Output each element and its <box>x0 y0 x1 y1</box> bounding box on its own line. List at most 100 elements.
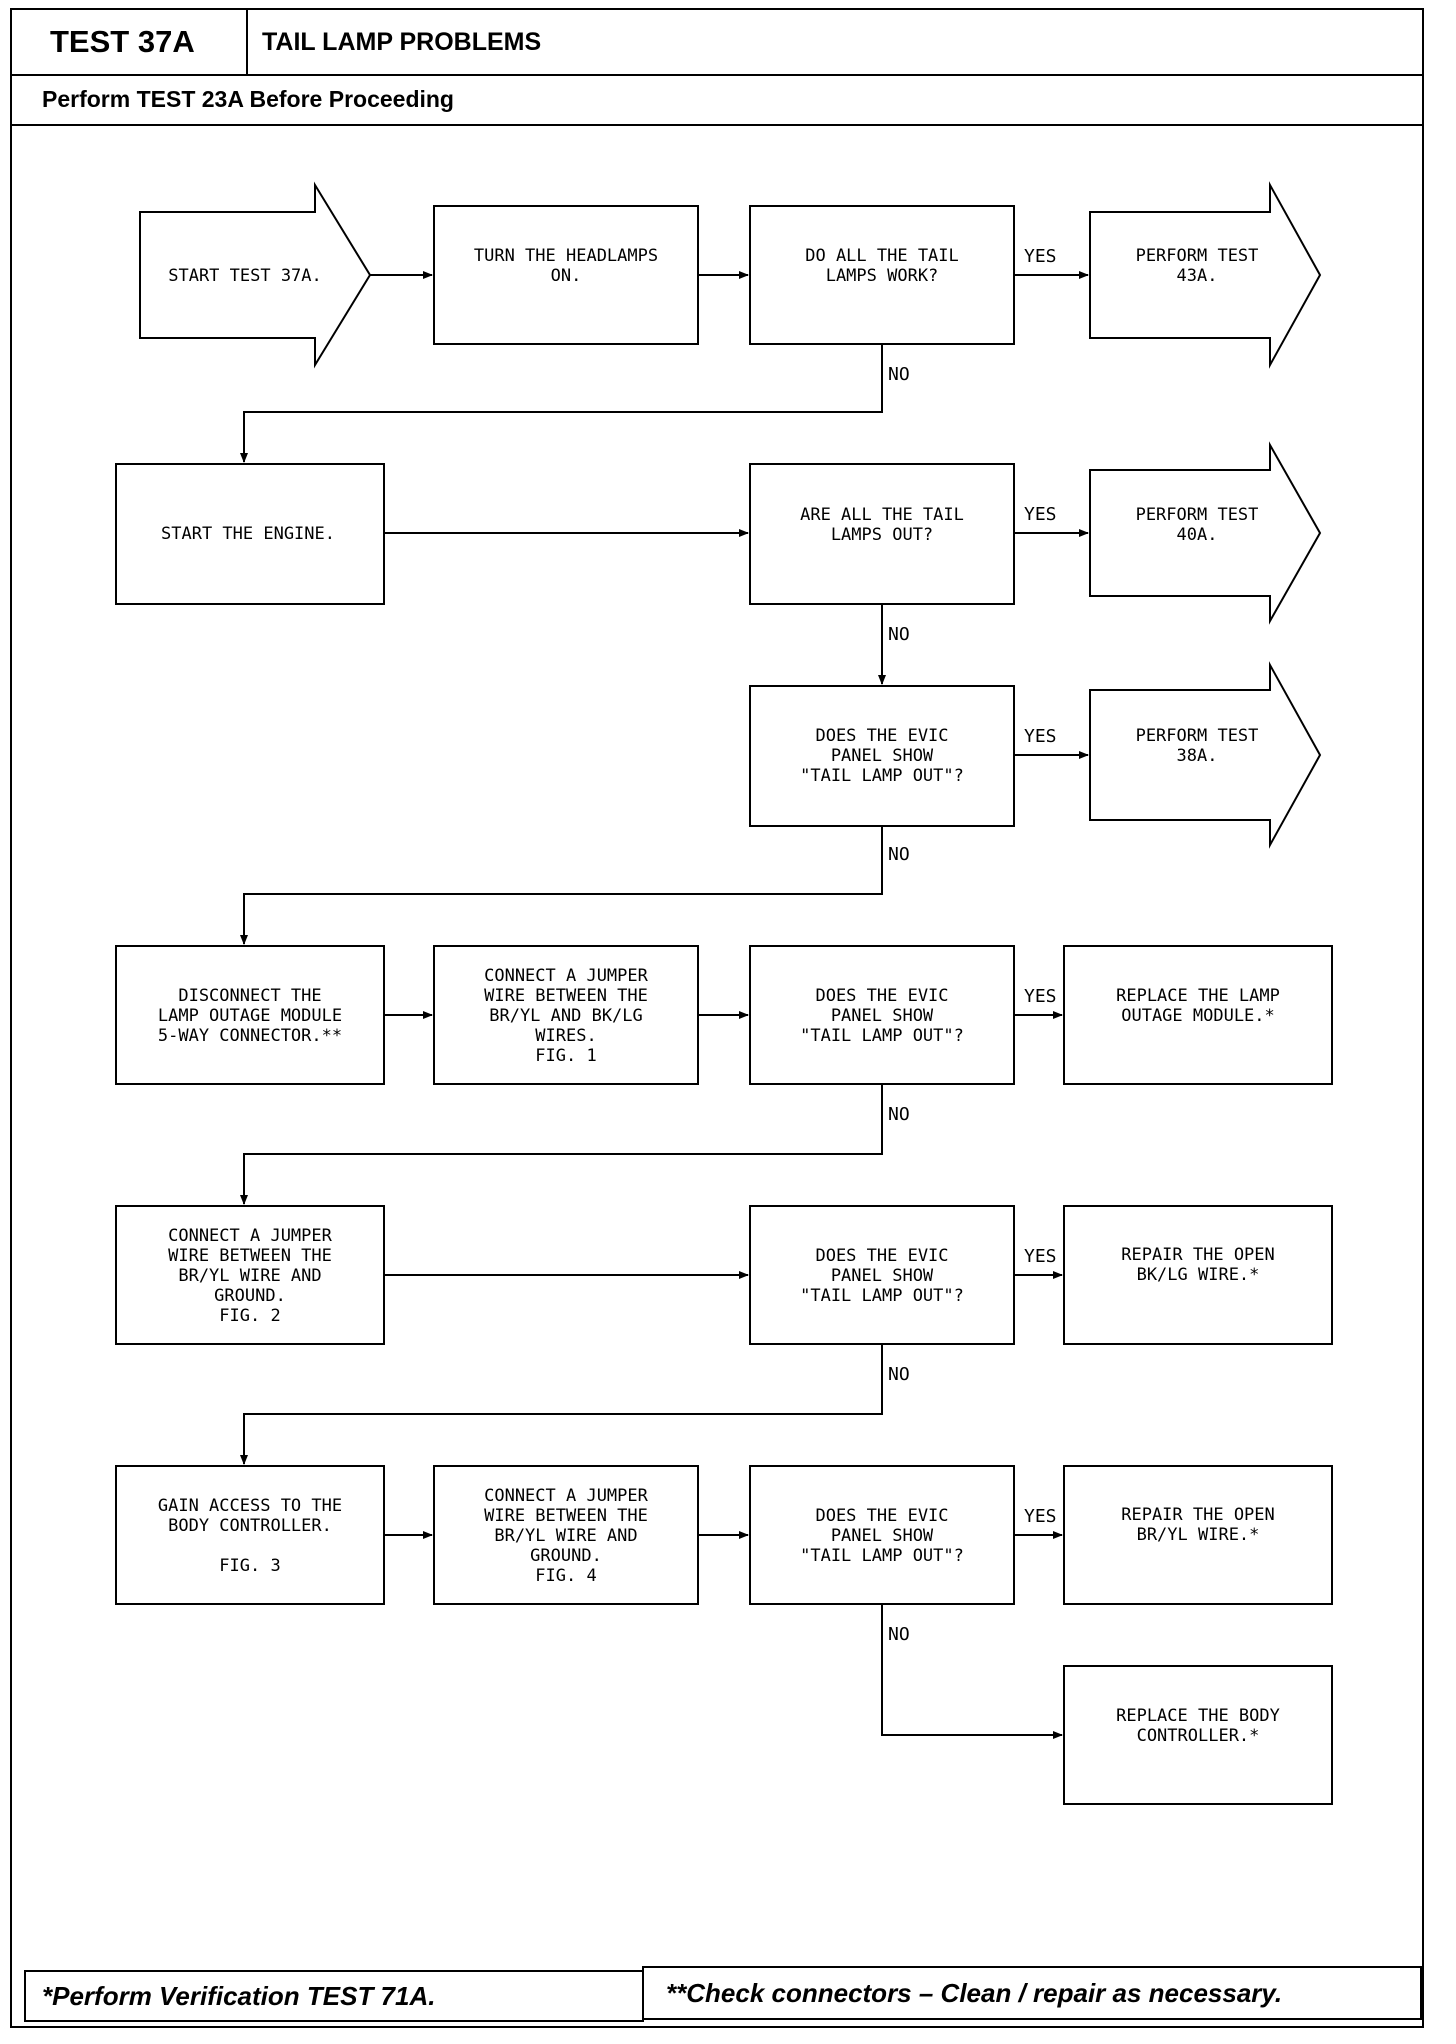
evic-panel-text-1-line-2: PANEL SHOW <box>831 746 934 766</box>
jumper-bryl-ground-text-2-line-2: WIRE BETWEEN THE <box>484 1506 648 1526</box>
tail-lamps-out-line-2: LAMPS OUT? <box>831 525 933 545</box>
no-label-1: NO <box>888 364 910 385</box>
no-label-6: NO <box>888 1624 910 1645</box>
evic-panel-decision-2 <box>749 945 1015 1085</box>
no-label-2: NO <box>888 624 910 645</box>
replace-module-line-1: REPLACE THE LAMP <box>1116 986 1280 1006</box>
perform-test-43a-line-1: PERFORM TEST <box>1136 246 1259 266</box>
jumper-bryl-ground-text-1-line-1: CONNECT A JUMPER <box>168 1226 333 1246</box>
evic-panel-text-3-line-1: DOES THE EVIC <box>815 1246 948 1266</box>
test-id: TEST 37A <box>10 8 248 76</box>
evic-panel-decision-4 <box>749 1465 1015 1605</box>
access-controller-line-1: GAIN ACCESS TO THE <box>158 1496 342 1516</box>
start-test-text: START TEST 37A. <box>168 266 322 286</box>
test-title: TAIL LAMP PROBLEMS <box>246 8 1424 76</box>
tail-lamps-out-line-1: ARE ALL THE TAIL <box>800 505 964 525</box>
jumper-bryl-ground-text-1-line-3: BR/YL WIRE AND <box>178 1266 321 1286</box>
perform-test-38a-arrow <box>1089 661 1322 849</box>
start-test-line-1: START TEST 37A. <box>168 266 322 286</box>
repair-bryl-line-2: BR/YL WIRE.* <box>1137 1525 1260 1545</box>
evic-panel-decision-1 <box>749 685 1015 827</box>
no-label-3: NO <box>888 844 910 865</box>
replace-controller-line-1: REPLACE THE BODY <box>1116 1706 1280 1726</box>
evic-panel-text-3-line-3: "TAIL LAMP OUT"? <box>800 1286 964 1306</box>
evic-panel-text-1-line-1: DOES THE EVIC <box>815 726 948 746</box>
evic-panel-text-3-line-2: PANEL SHOW <box>831 1266 934 1286</box>
jumper-bryl-ground-text-2-line-3: BR/YL WIRE AND <box>494 1526 637 1546</box>
jumper-bryl-bklg-line-4: WIRES. <box>535 1026 596 1046</box>
connector-no-to-jumper-ground-1 <box>240 1084 883 1205</box>
jumper-bryl-ground-text-1-line-5: FIG. 2 <box>219 1306 280 1326</box>
evic-panel-text-2-line-2: PANEL SHOW <box>831 1006 934 1026</box>
evic-panel-text-4-line-1: DOES THE EVIC <box>815 1506 948 1526</box>
jumper-bryl-bklg-line-2: WIRE BETWEEN THE <box>484 986 648 1006</box>
perform-test-38a-line-1: PERFORM TEST <box>1136 726 1259 746</box>
evic-panel-text-2-line-1: DOES THE EVIC <box>815 986 948 1006</box>
access-controller-line-2: BODY CONTROLLER. <box>168 1516 332 1536</box>
tail-lamps-work-line-2: LAMPS WORK? <box>826 266 939 286</box>
disconnect-module-line-1: DISCONNECT THE <box>178 986 321 1006</box>
repair-bryl-line-1: REPAIR THE OPEN <box>1121 1505 1275 1525</box>
jumper-bryl-ground-text-1-line-4: GROUND. <box>214 1286 286 1306</box>
disconnect-module-line-2: LAMP OUTAGE MODULE <box>158 1006 342 1026</box>
evic-panel-text-1-line-3: "TAIL LAMP OUT"? <box>800 766 964 786</box>
tail-lamps-work-line-1: DO ALL THE TAIL <box>805 246 959 266</box>
yes-label-6: YES <box>1024 1506 1057 1527</box>
repair-bklg-line-2: BK/LG WIRE.* <box>1137 1265 1260 1285</box>
disconnect-module-line-3: 5-WAY CONNECTOR.** <box>158 1026 342 1046</box>
disconnect-module-box <box>115 945 385 1085</box>
repair-bryl-box <box>1063 1465 1333 1605</box>
jumper-bryl-ground-box-2 <box>433 1465 699 1605</box>
replace-module-line-2: OUTAGE MODULE.* <box>1121 1006 1275 1026</box>
access-controller-line-4: FIG. 3 <box>219 1556 280 1576</box>
start-test-arrow <box>139 181 372 369</box>
jumper-bryl-bklg-line-3: BR/YL AND BK/LG <box>489 1006 643 1026</box>
replace-module-box <box>1063 945 1333 1085</box>
start-engine-text: START THE ENGINE. <box>161 524 335 544</box>
connector-no-to-start-engine <box>240 344 883 463</box>
perform-test-43a-line-2: 43A. <box>1177 266 1218 286</box>
perform-test-40a-line-1: PERFORM TEST <box>1136 505 1259 525</box>
connector-no-to-disconnect <box>240 826 883 945</box>
tail-lamps-work-decision <box>749 205 1015 345</box>
jumper-bryl-ground-text-2-line-4: GROUND. <box>530 1546 602 1566</box>
perform-test-43a-arrow <box>1089 181 1322 369</box>
no-label-5: NO <box>888 1364 910 1385</box>
prerequisite-note: Perform TEST 23A Before Proceeding <box>10 74 1424 126</box>
turn-headlamps-on-box <box>433 205 699 345</box>
jumper-bryl-bklg-line-1: CONNECT A JUMPER <box>484 966 649 986</box>
access-controller-box <box>115 1465 385 1605</box>
yes-label-1: YES <box>1024 246 1057 267</box>
evic-panel-text-2-line-3: "TAIL LAMP OUT"? <box>800 1026 964 1046</box>
repair-bklg-line-1: REPAIR THE OPEN <box>1121 1245 1275 1265</box>
yes-label-3: YES <box>1024 726 1057 747</box>
perform-test-38a-line-2: 38A. <box>1177 746 1218 766</box>
replace-controller-line-2: CONTROLLER.* <box>1137 1726 1260 1746</box>
tail-lamps-out-decision <box>749 463 1015 605</box>
jumper-bryl-ground-text-1-line-2: WIRE BETWEEN THE <box>168 1246 332 1266</box>
footer-verification-note: *Perform Verification TEST 71A. <box>24 1970 644 2022</box>
yes-label-5: YES <box>1024 1246 1057 1267</box>
footer-connector-note: **Check connectors – Clean / repair as n… <box>642 1966 1422 2020</box>
connector-no-to-replace-controller <box>881 1604 1063 1739</box>
jumper-bryl-ground-box-1 <box>115 1205 385 1345</box>
perform-test-40a-arrow <box>1089 441 1322 625</box>
repair-bklg-box <box>1063 1205 1333 1345</box>
